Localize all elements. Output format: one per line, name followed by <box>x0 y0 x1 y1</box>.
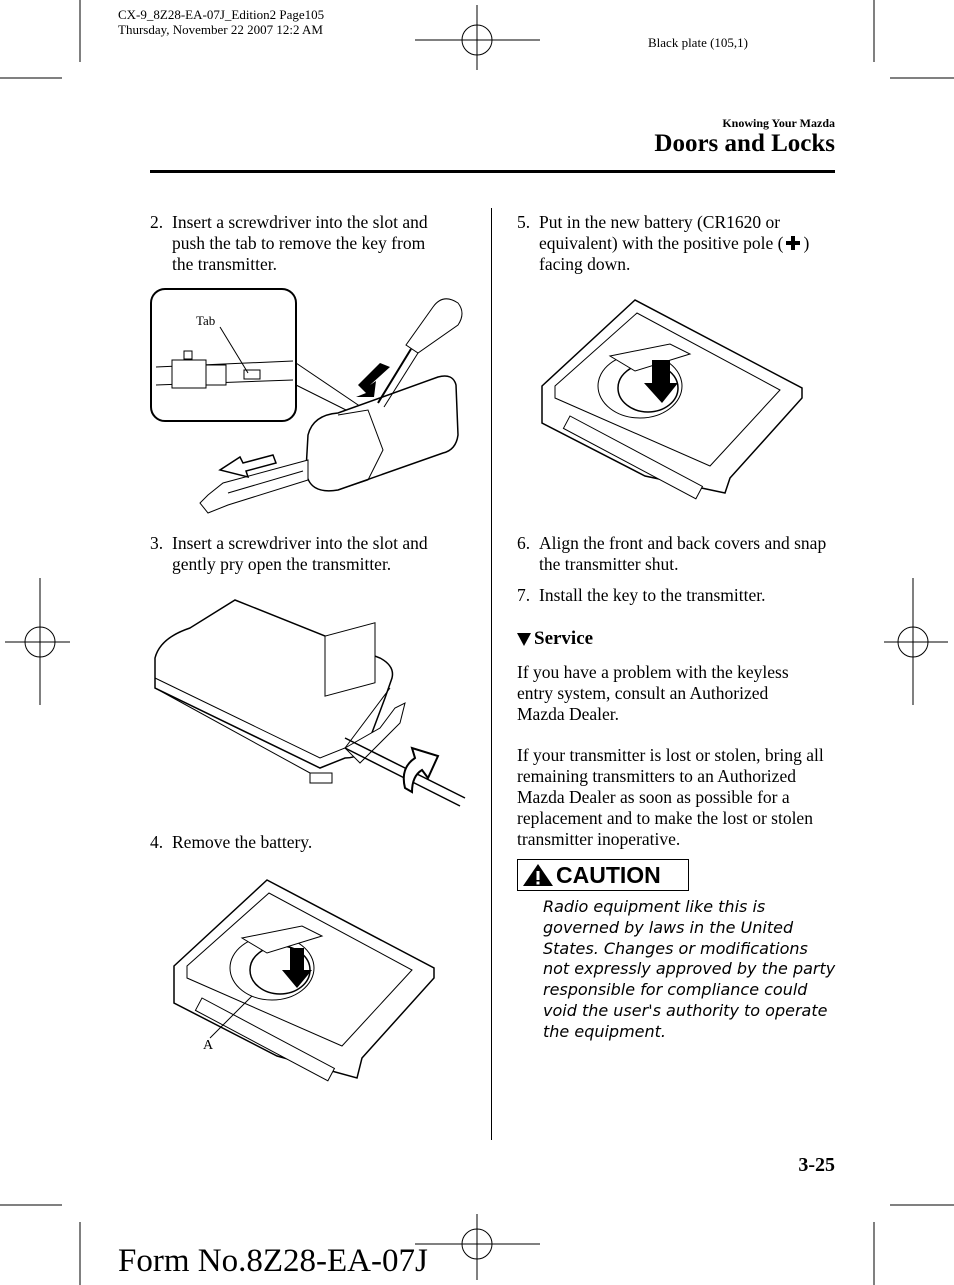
step-5-text-before: Put in the new battery (CR1620 or equiva… <box>539 212 784 253</box>
caution-label: CAUTION <box>556 861 661 888</box>
crosshair-icon <box>415 5 540 70</box>
page-number: 3-25 <box>798 1154 835 1176</box>
step-text: Put in the new battery (CR1620 or equiva… <box>539 212 827 275</box>
step-5: 5. Put in the new battery (CR1620 or equ… <box>517 212 827 275</box>
step-number: 3. <box>150 533 164 553</box>
step-2: 2. Insert a screwdriver into the slot an… <box>150 212 450 275</box>
insert-battery-illustration <box>541 299 803 500</box>
service-paragraph-1: If you have a problem with the keyless e… <box>517 662 789 724</box>
print-meta-line2: Thursday, November 22 2007 12:2 AM <box>118 22 323 37</box>
step-5-text-after: ) facing down. <box>539 233 810 274</box>
step-number: 4. <box>150 832 164 852</box>
step-7: 7. Install the key to the transmitter. <box>517 585 827 606</box>
tab-label: Tab <box>196 313 216 328</box>
section-title: Doors and Locks <box>654 130 835 157</box>
plus-icon <box>786 236 801 250</box>
service-paragraph-2: If your transmitter is lost or stolen, b… <box>517 745 824 849</box>
service-heading: Service <box>517 628 593 650</box>
step-6: 6. Align the front and back covers and s… <box>517 533 827 575</box>
step-text: Insert a screwdriver into the slot and p… <box>172 212 428 274</box>
crosshair-icon <box>884 578 948 705</box>
label-a: A <box>203 1038 214 1053</box>
service-title: Service <box>534 628 594 649</box>
warning-icon <box>523 864 553 886</box>
step-text: Insert a screwdriver into the slot and g… <box>172 533 428 574</box>
print-meta-line1: CX-9_8Z28-EA-07J_Edition2 Page105 <box>118 7 325 22</box>
caution-label-box: CAUTION <box>517 859 689 891</box>
caution-text: Radio equipment like this is governed by… <box>543 897 836 1041</box>
chapter-title: Knowing Your Mazda <box>722 116 835 130</box>
step-text: Install the key to the transmitter. <box>539 585 766 605</box>
step-text: Align the front and back covers and snap… <box>539 533 827 574</box>
crosshair-icon <box>415 1214 540 1280</box>
triangle-down-icon <box>517 632 531 646</box>
header-rule <box>150 170 835 173</box>
step-text: Remove the battery. <box>172 832 313 852</box>
crosshair-icon <box>5 578 70 705</box>
step-number: 5. <box>517 212 531 232</box>
step-3: 3. Insert a screwdriver into the slot an… <box>150 533 450 575</box>
pry-open-illustration <box>154 599 466 807</box>
plate-label: Black plate (105,1) <box>648 35 748 50</box>
step-number: 2. <box>150 212 164 232</box>
column-divider <box>491 208 492 1140</box>
key-removal-illustration <box>150 288 463 514</box>
print-meta: CX-9_8Z28-EA-07J_Edition2 Page105 Thursd… <box>118 7 324 37</box>
step-4: 4. Remove the battery. <box>150 832 450 853</box>
remove-battery-illustration <box>173 879 435 1082</box>
step-number: 6. <box>517 533 531 553</box>
form-number: Form No.8Z28-EA-07J <box>118 1243 428 1279</box>
step-number: 7. <box>517 585 531 605</box>
